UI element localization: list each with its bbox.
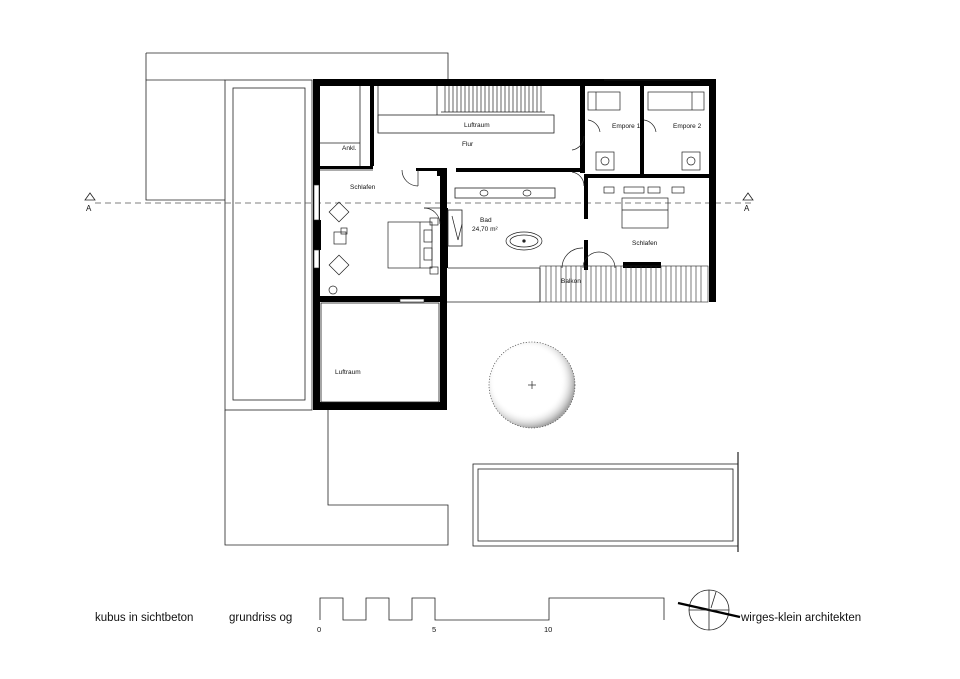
scale-label-5: 5 <box>432 625 436 634</box>
label-ankl: Ankl. <box>342 145 357 152</box>
label-flur: Flur <box>462 141 474 148</box>
interior-lines <box>320 79 700 303</box>
scale-label-10: 10 <box>544 625 552 634</box>
balcony <box>539 265 709 303</box>
label-empore-1: Empore 1 <box>612 123 641 130</box>
windows <box>313 184 425 303</box>
section-line <box>84 192 755 204</box>
scale-bar <box>319 597 665 621</box>
armchair <box>328 201 350 223</box>
doors <box>401 119 657 269</box>
north-arrow-icon <box>677 589 741 631</box>
bed-right <box>621 197 669 229</box>
label-bad-area: 24,70 m² <box>472 226 498 233</box>
armchair <box>328 254 350 276</box>
label-schlafen-right: Schlafen <box>632 240 658 247</box>
bathtub <box>505 231 543 251</box>
bed-left <box>387 221 433 269</box>
drawing-title: grundriss og <box>229 612 292 624</box>
label-bad: Bad <box>480 217 492 224</box>
section-marker-left: A <box>86 204 92 213</box>
stairs <box>441 86 545 113</box>
tree-icon <box>488 341 576 429</box>
terrace-strip <box>224 79 449 546</box>
section-marker-right: A <box>744 204 750 213</box>
ground-floor-outline <box>145 52 449 201</box>
label-balkon: Balkon <box>561 278 581 285</box>
project-title: kubus in sichtbeton <box>95 612 193 624</box>
label-luftraum-top: Luftraum <box>464 122 490 129</box>
label-schlafen-left: Schlafen <box>350 184 376 191</box>
scale-label-0: 0 <box>317 625 321 634</box>
luftraum-void <box>320 302 440 403</box>
pool <box>472 452 739 552</box>
architect-name: wirges-klein architekten <box>740 612 861 624</box>
label-empore-2: Empore 2 <box>673 123 702 130</box>
walls <box>313 79 716 410</box>
furniture <box>328 91 705 295</box>
label-luftraum-bottom: Luftraum <box>335 369 361 376</box>
